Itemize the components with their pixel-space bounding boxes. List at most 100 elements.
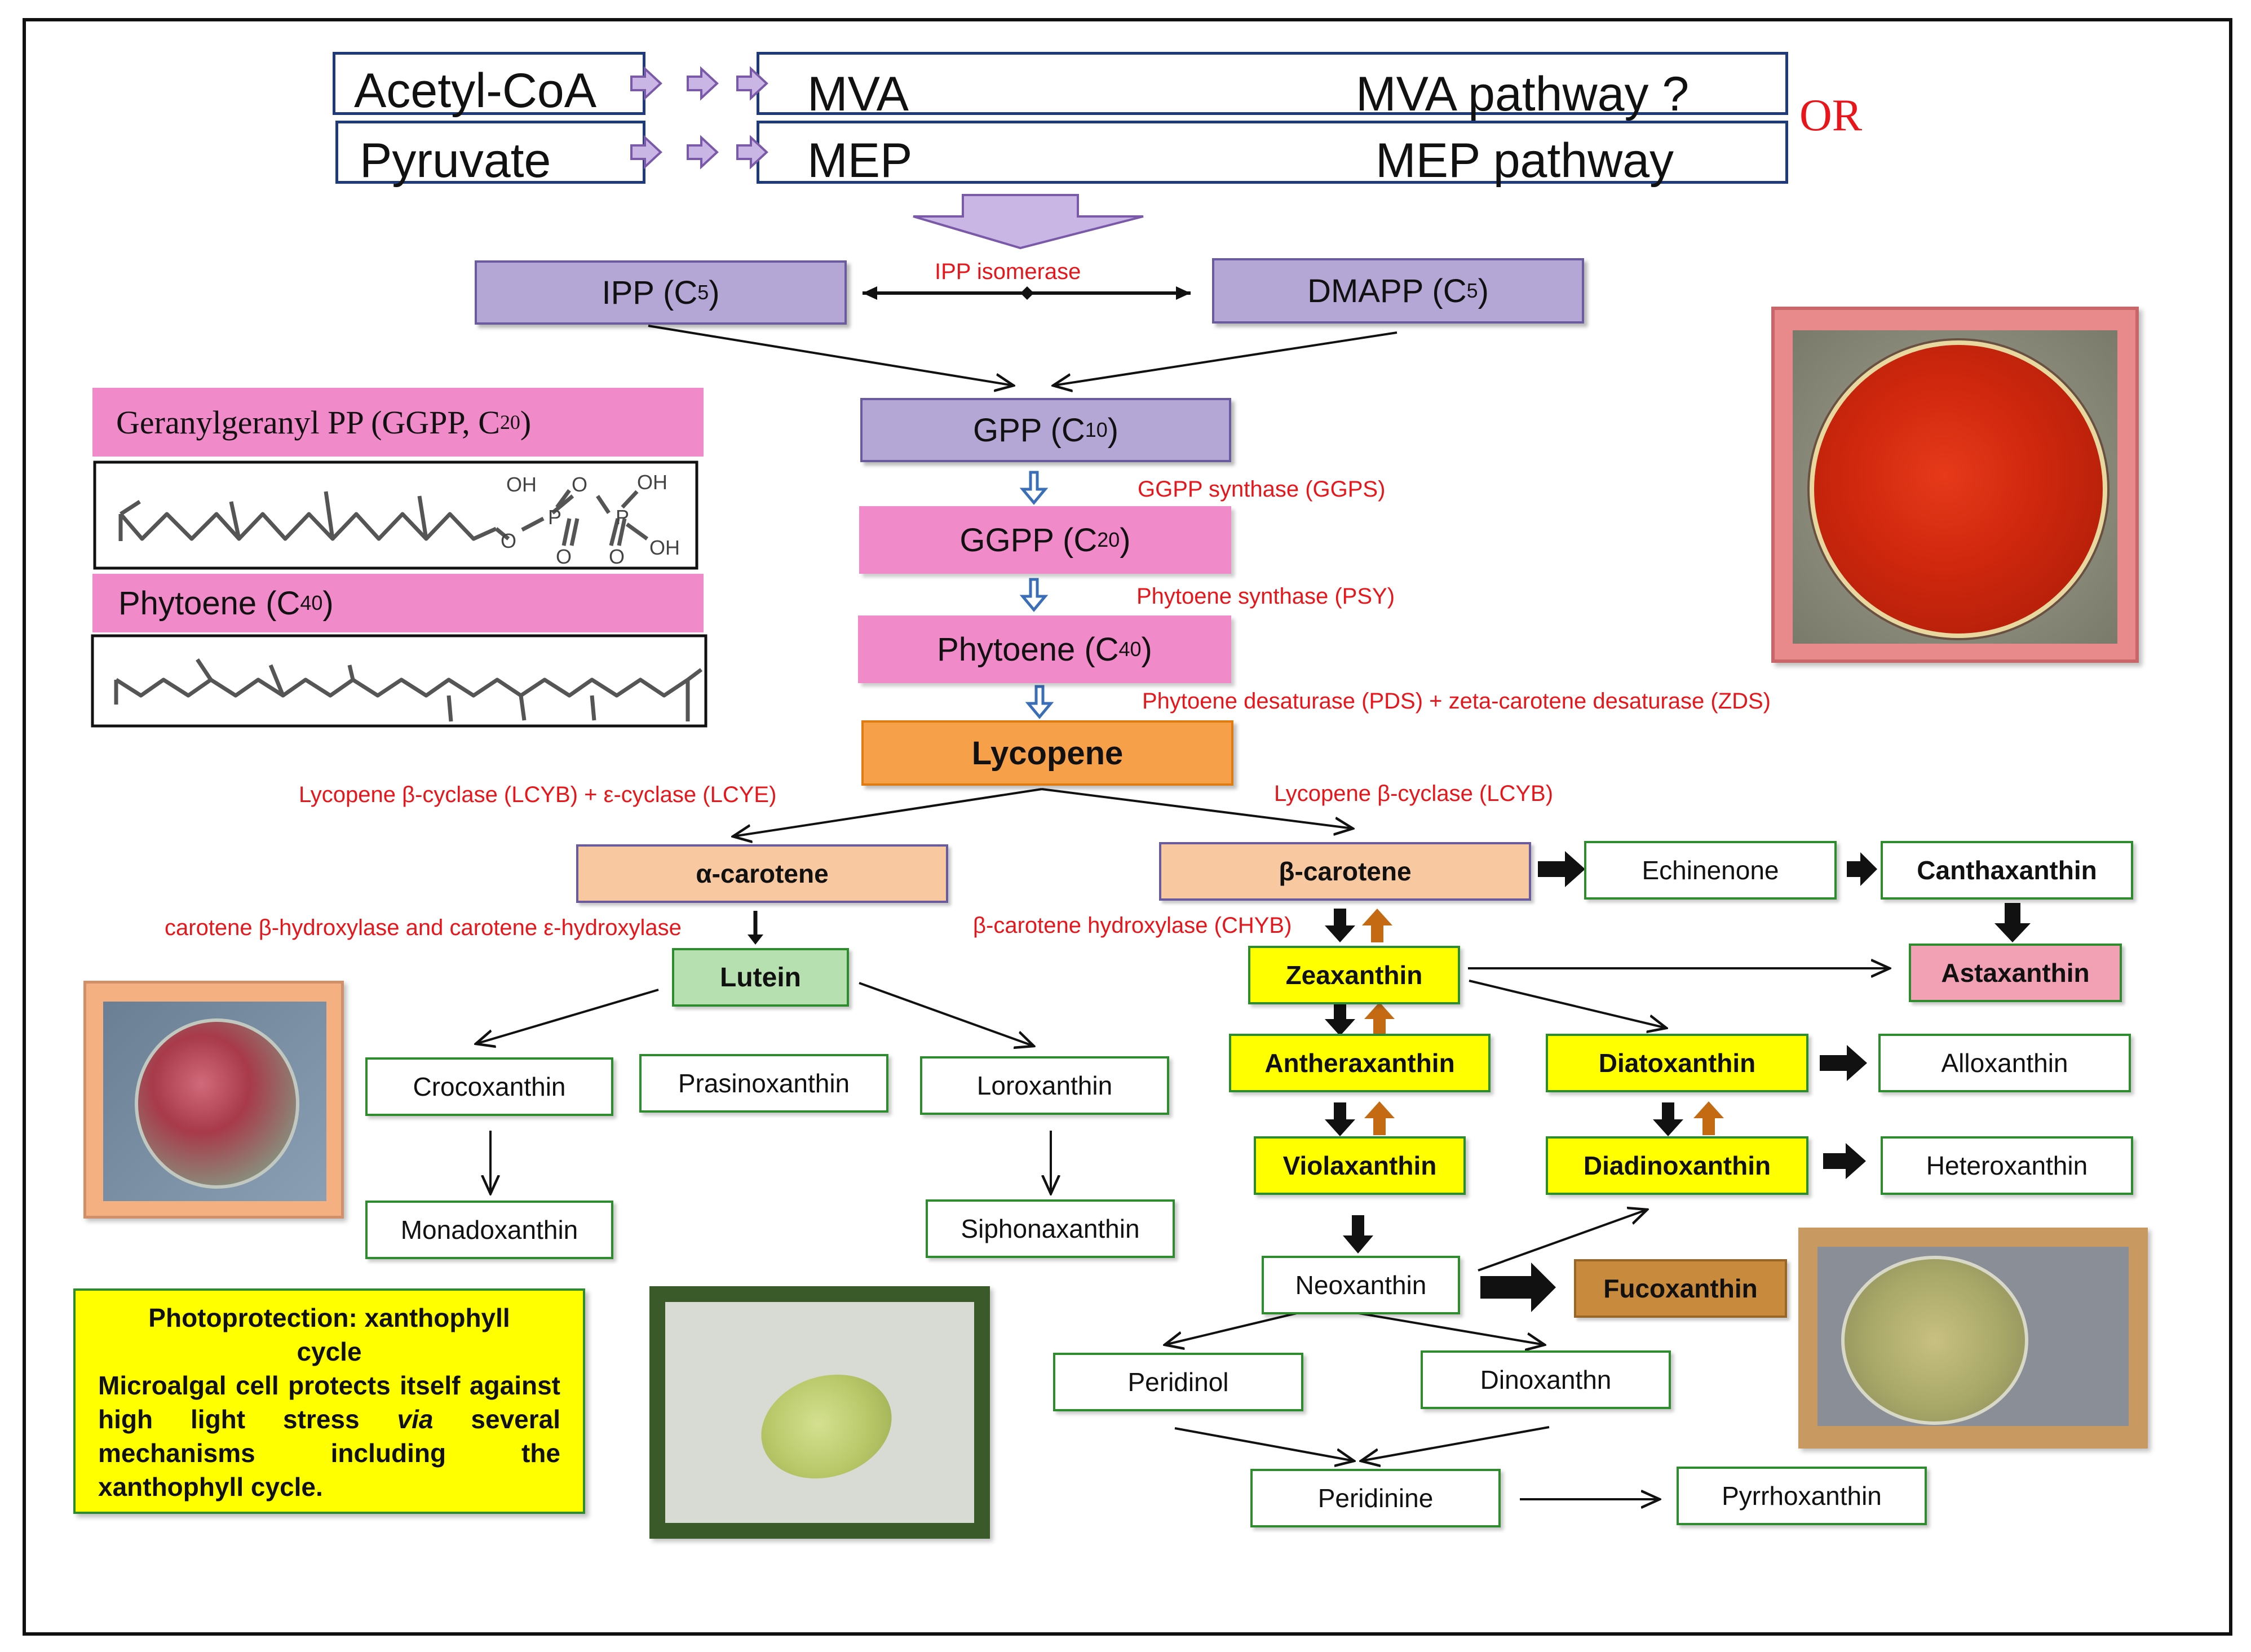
heteroxanthin-node: Heteroxanthin [1881,1136,2133,1195]
pyruvate-label: Pyruvate [360,134,551,188]
pyrrhoxanthin-node: Pyrrhoxanthin [1677,1467,1927,1525]
dmapp-base: DMAPP (C [1307,272,1467,309]
neoxanthin-node: Neoxanthin [1262,1256,1460,1314]
down-up-arrows [1325,909,1724,1254]
astaxanthin-node: Astaxanthin [1909,944,2122,1002]
note-body-part2: several mechanisms including the xanthop… [98,1405,560,1502]
ggpp-oh2: OH [637,471,667,494]
ipp-base: IPP (C [602,274,698,311]
acetyl-coa-label: Acetyl-CoA [354,64,597,118]
peridinine-node: Peridinine [1250,1469,1501,1527]
alpha-carotene-node: α-carotene [576,844,948,903]
dmapp-sub: 5 [1466,279,1478,302]
mva-pathway-label: MVA pathway ? [1356,67,1690,121]
monadoxanthin-node: Monadoxanthin [365,1201,613,1259]
loroxanthin-node: Loroxanthin [920,1056,1169,1115]
ggpp-bridge-o: O [572,473,587,496]
ggpp-tail: ) [1120,521,1131,559]
note-title: Photoprotection: xanthophyll cycle [148,1303,510,1366]
ggpp-structure-base: Geranylgeranyl PP (GGPP, C [116,404,500,441]
mva-label: MVA [807,67,909,121]
note-body-via: via [397,1405,434,1434]
ggpp-o3: O [556,545,572,568]
big-down-arrow [913,194,1144,250]
pyruvate-box [335,121,645,184]
dinoxanthn-node: Dinoxanthn [1421,1350,1671,1409]
or-label: OR [1799,91,1863,140]
blue-down-arrows [1019,471,1054,719]
ggpp-sub: 20 [1097,528,1120,551]
precursor-arrows [630,66,768,170]
violaxanthin-node: Violaxanthin [1254,1136,1466,1195]
acetyl-coa-box [333,52,645,115]
ggpp-chain [119,512,497,541]
gpp-base: GPP (C [972,411,1085,449]
zeaxanthin-node: Zeaxanthin [1248,946,1460,1004]
beta-carotene-node: β-carotene [1159,842,1531,901]
enzyme-ggps: GGPP synthase (GGPS) [1138,477,1386,502]
haematococcus-photo [1771,307,2139,663]
enzyme-ipp-isomerase: IPP isomerase [935,259,1081,284]
cell [135,1018,299,1189]
phytoene-structure-sub: 40 [300,591,323,614]
enzyme-lcyb: Lycopene β-cyclase (LCYB) [1274,781,1554,806]
enzyme-lcyb-lcye: Lycopene β-cyclase (LCYB) + ε-cyclase (L… [299,782,777,807]
red-green-cell-photo [83,981,344,1219]
mva-pathway-box [757,52,1788,115]
enzyme-hydroxylases: carotene β-hydroxylase and carotene ε-hy… [165,915,682,940]
dinoflagellate-photo [1798,1228,2148,1449]
ggpp-o1: O [501,529,516,552]
phytoene-tail: ) [1141,631,1152,668]
lutein-node: Lutein [672,948,849,1007]
siphonaxanthin-node: Siphonaxanthin [926,1199,1175,1258]
peridinol-node: Peridinol [1053,1353,1303,1411]
mep-pathway-box [757,121,1788,184]
fucoxanthin-node: Fucoxanthin [1574,1259,1787,1318]
phytoene-structure-base: Phytoene (C [118,584,300,622]
ggpp-base: GGPP (C [959,521,1098,559]
mep-pathway-label: MEP pathway [1376,134,1674,188]
ggpp-oh3: OH [649,536,680,559]
diatoxanthin-node: Diatoxanthin [1546,1034,1808,1092]
green-flagellate-photo [649,1286,990,1539]
ggpp-structure-tail: ) [520,404,532,441]
phytoene-structure-tail: ) [322,584,334,622]
prasinoxanthin-node: Prasinoxanthin [639,1054,888,1113]
mep-label: MEP [807,134,913,188]
photoprotection-note: Photoprotection: xanthophyll cycle Micro… [73,1288,585,1514]
red-cell [1810,340,2107,638]
enzyme-psy: Phytoene synthase (PSY) [1136,584,1395,609]
phytoene-base: Phytoene (C [937,631,1119,668]
phytoene-sub: 40 [1118,637,1142,661]
diadinoxanthin-node: Diadinoxanthin [1546,1136,1808,1195]
enzyme-chyb: β-carotene hydroxylase (CHYB) [973,913,1292,938]
crocoxanthin-node: Crocoxanthin [365,1057,613,1116]
ggpp-p2: P [616,506,629,529]
dmapp-tail: ) [1478,272,1489,309]
canthaxanthin-node: Canthaxanthin [1881,841,2133,900]
gpp-sub: 10 [1085,418,1108,441]
outer-frame [23,18,2232,1636]
echinenone-node: Echinenone [1584,841,1837,900]
enzyme-pds-zds: Phytoene desaturase (PDS) + zeta-caroten… [1142,689,1771,714]
ipp-sub: 5 [697,281,709,304]
antheraxanthin-node: Antheraxanthin [1229,1034,1491,1092]
note-body-part1: Microalgal cell protects itself against … [98,1371,560,1434]
ggpp-o4: O [609,545,625,568]
ipp-isomerase-arrow [863,286,1191,300]
gpp-tail: ) [1107,411,1119,449]
alloxanthin-node: Alloxanthin [1878,1034,2131,1092]
ggpp-p1: P [548,506,561,529]
cell [1841,1256,2028,1425]
ggpp-oh1: OH [506,473,537,496]
ipp-tail: ) [709,274,720,311]
